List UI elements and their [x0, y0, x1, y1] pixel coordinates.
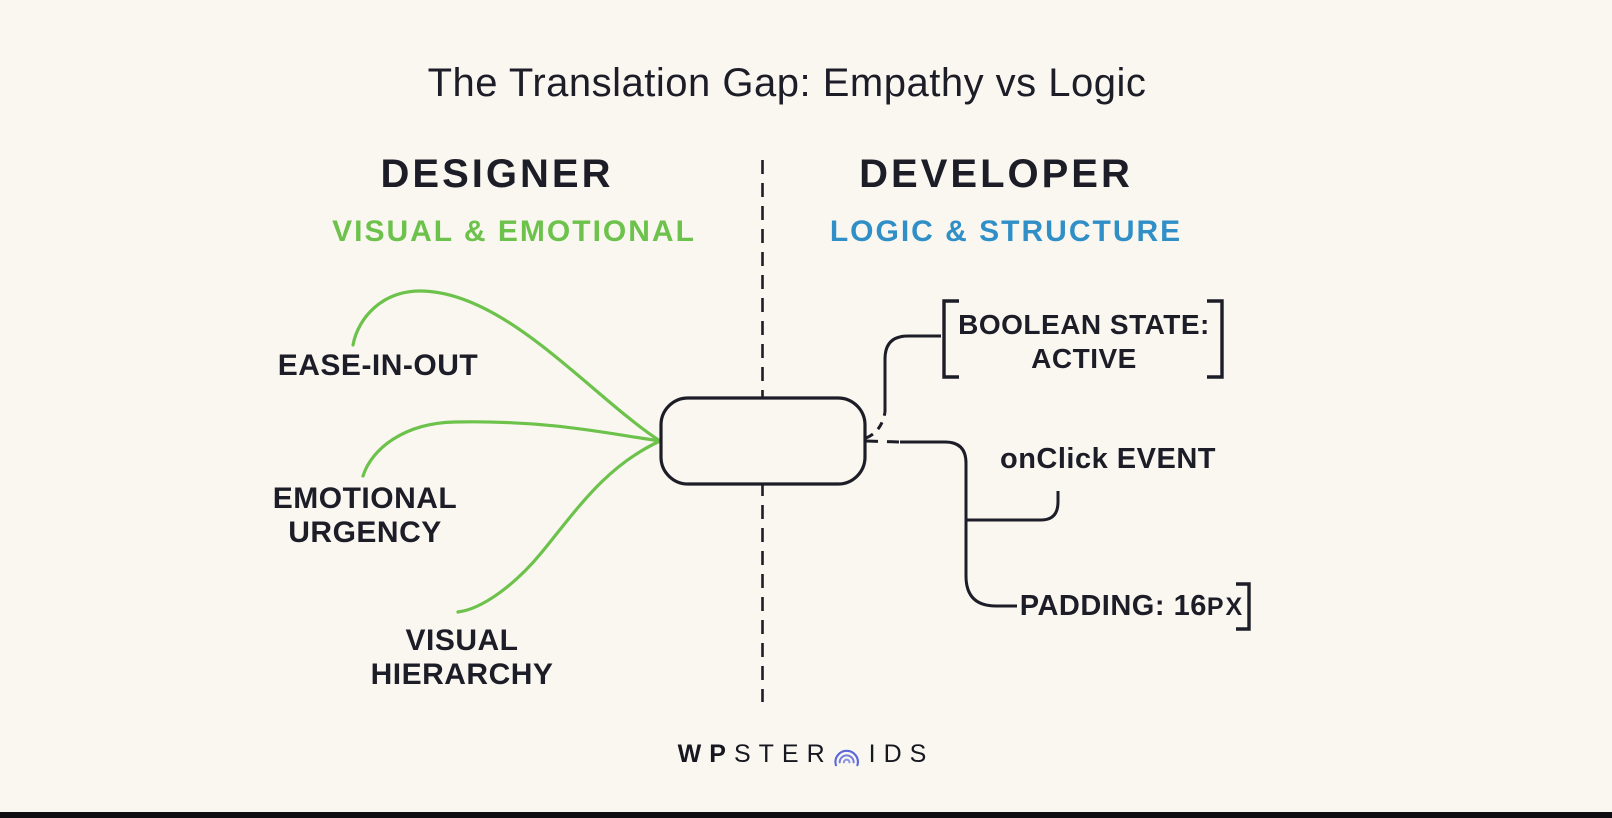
node-label: BOOLEAN STATE: — [958, 309, 1210, 340]
brand-logo: WP STER IDS — [678, 740, 935, 768]
green-curve-emotional-urgency — [361, 420, 662, 478]
connector-boolean-dashed — [865, 411, 887, 440]
diagram-title: The Translation Gap: Empathy vs Logic — [427, 61, 1147, 105]
node-emotional-urgency: EMOTIONAL URGENCY — [273, 482, 458, 550]
padding-right-bracket — [1236, 582, 1251, 631]
node-label: EASE-IN-OUT — [277, 349, 479, 382]
node-label: ACTIVE — [1031, 343, 1137, 374]
node-label: URGENCY — [288, 516, 442, 549]
node-onclick-event: onClick EVENT — [1000, 442, 1216, 476]
designer-heading: DESIGNER — [380, 152, 614, 196]
green-curve-ease-in-out — [351, 289, 662, 443]
connector-trunk-dashed — [865, 439, 901, 444]
logo-text-ster: STER — [733, 739, 833, 768]
node-label: HIERARCHY — [370, 658, 554, 691]
developer-heading: DEVELOPER — [859, 152, 1133, 196]
node-label-unit: PX — [1206, 593, 1245, 621]
center-box — [659, 396, 867, 486]
connector-onclick-branch — [966, 491, 1060, 522]
node-ease-in-out: EASE-IN-OUT — [278, 349, 479, 383]
bottom-letterbox-bar — [0, 812, 1612, 818]
node-label: VISUAL — [405, 624, 519, 657]
designer-subheading: VISUAL & EMOTIONAL — [332, 215, 696, 248]
concentric-arcs-icon — [834, 749, 859, 767]
boolean-right-bracket — [1207, 299, 1224, 379]
node-visual-hierarchy: VISUAL HIERARCHY — [371, 624, 554, 692]
connector-boolean-solid — [883, 334, 941, 412]
node-label: EMOTIONAL — [272, 482, 458, 515]
node-label: onClick EVENT — [1000, 443, 1216, 475]
node-boolean-state: BOOLEAN STATE: ACTIVE — [958, 308, 1210, 376]
developer-subheading: LOGIC & STRUCTURE — [829, 215, 1183, 248]
node-label: PADDING: 16 — [1019, 590, 1207, 622]
logo-text-wp: WP — [677, 739, 734, 768]
logo-text-ids: IDS — [868, 739, 935, 768]
green-curve-visual-hierarchy — [456, 439, 662, 614]
node-padding: PADDING: 16PX — [1020, 589, 1244, 624]
boolean-left-bracket — [942, 299, 959, 379]
